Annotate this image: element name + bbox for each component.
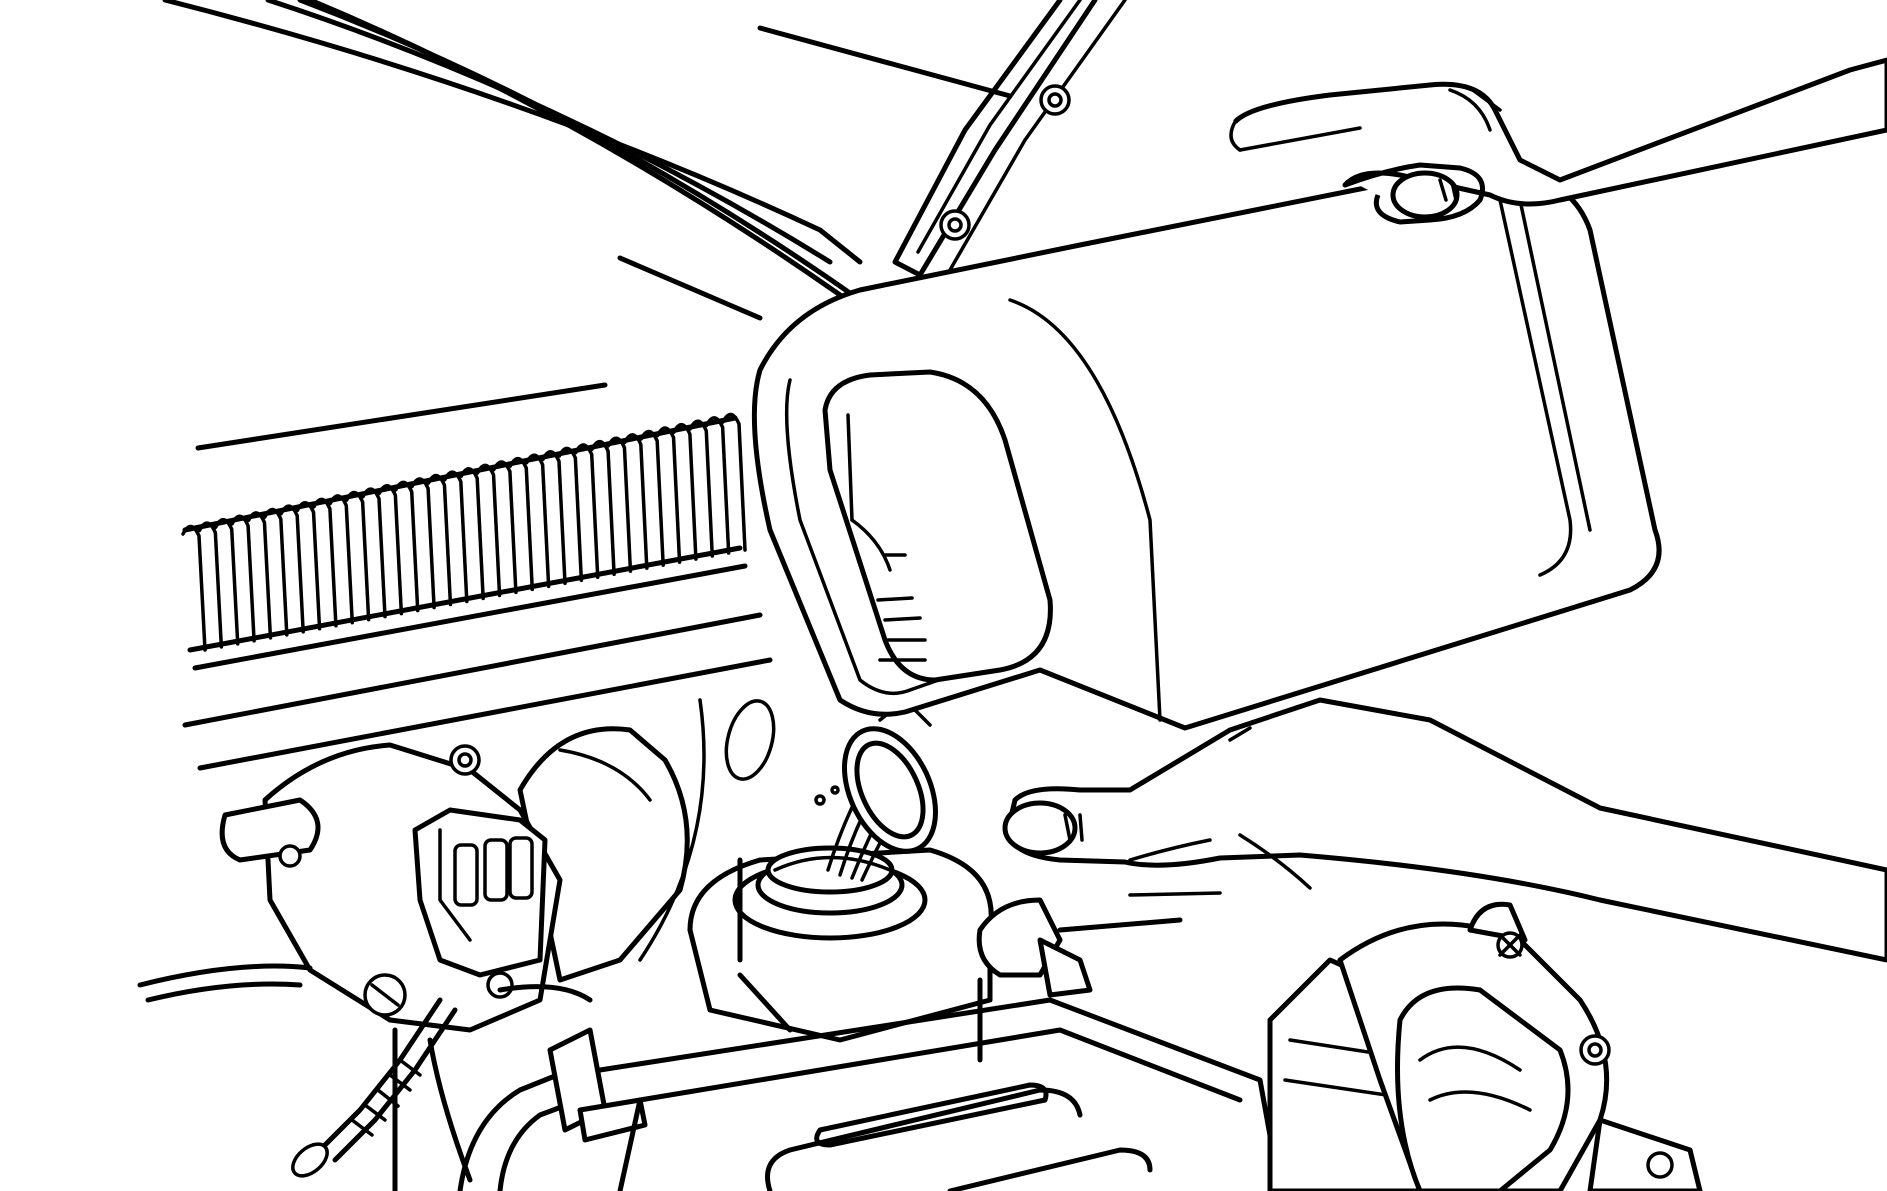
radiator-fin [573, 443, 600, 580]
radiator-fin [377, 484, 404, 616]
hand-lower [1002, 697, 1887, 963]
radiator-fin [459, 467, 485, 601]
wiper-motor [219, 698, 776, 1033]
radiator-fin [639, 429, 665, 567]
radiator-fin [230, 514, 256, 643]
radiator-fin [606, 436, 633, 573]
hand-upper [1229, 57, 1887, 225]
radiator-fin [213, 517, 240, 646]
radiator-fin [197, 521, 224, 649]
radiator-fin [443, 470, 469, 604]
radiator-fin [181, 524, 207, 652]
thumb-nail-upper [1390, 170, 1460, 220]
hose-and-clamps [457, 897, 1183, 1191]
radiator-fin [295, 501, 322, 631]
level-window [822, 369, 1053, 683]
radiator-fin [312, 497, 338, 628]
radiator-fin [426, 473, 453, 607]
radiator-fin [524, 453, 551, 589]
radiator-fin [508, 456, 535, 592]
radiator-fins [181, 412, 747, 652]
radiator-fin [492, 460, 518, 595]
thumb-nail-lower [1002, 800, 1078, 856]
firewall-lines [737, 857, 983, 1063]
air-cleaner-lid [392, 997, 1283, 1191]
radiator-fin [688, 419, 715, 558]
radiator-fin [672, 422, 698, 561]
throttle-body [1267, 901, 1703, 1191]
radiator-fin [475, 463, 502, 598]
radiator-fin [557, 446, 584, 583]
radiator-fin [410, 477, 436, 610]
radiator-fin [246, 511, 273, 640]
container-spout [842, 698, 938, 854]
reservoir-body [687, 845, 994, 1043]
radiator-fin [279, 504, 305, 634]
radiator-fin [541, 450, 567, 586]
radiator-fin [721, 412, 747, 552]
fluid-container [751, 177, 1662, 731]
radiator-fin [623, 433, 649, 570]
wiring-harness [137, 963, 593, 1183]
radiator-fin [361, 487, 387, 619]
radiator-fin [704, 416, 731, 555]
radiator-fin [263, 507, 289, 637]
radiator-grille [181, 382, 773, 771]
hood-strut [892, 0, 1127, 278]
radiator-fin [393, 480, 420, 613]
hood-arches [162, 0, 1013, 341]
radiator-fin [590, 439, 616, 576]
radiator-fin [328, 494, 355, 625]
radiator-fin [344, 490, 371, 622]
radiator-fin [655, 426, 682, 564]
